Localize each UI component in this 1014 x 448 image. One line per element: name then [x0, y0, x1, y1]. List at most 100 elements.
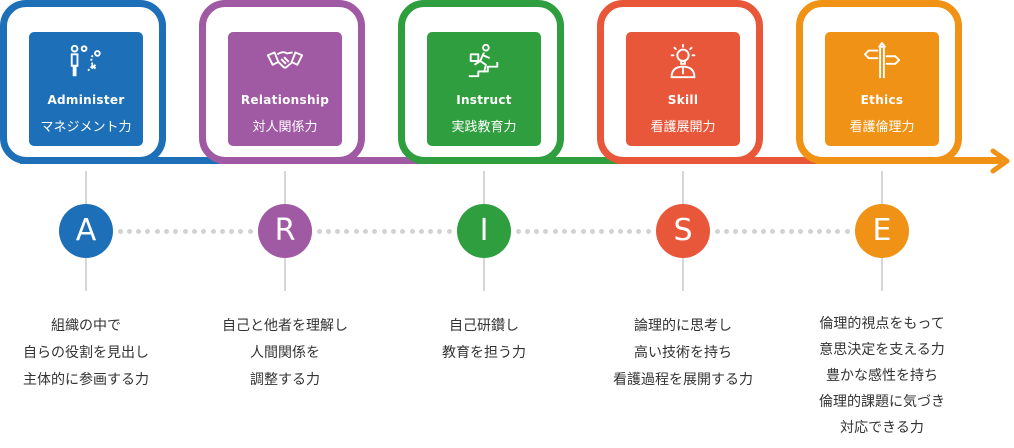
description-instruct: 自己研鑽し 教育を担う力: [389, 313, 579, 367]
connector-dot: [117, 229, 123, 234]
connector-dot: [344, 229, 350, 234]
connector-dot: [446, 229, 452, 234]
connector-dot: [580, 229, 586, 234]
connector-dot: [164, 229, 169, 234]
card-skill: Skill 看護展開力: [626, 32, 740, 146]
connector-dot: [751, 229, 757, 234]
connector-dot: [372, 229, 378, 234]
connector-dot: [201, 229, 207, 234]
connector-dot: [247, 229, 253, 234]
connector-dot: [210, 229, 216, 234]
letter-circle-e: E: [855, 204, 909, 258]
connector-dot: [325, 229, 331, 234]
connector-dot: [316, 229, 322, 234]
connector-dot: [807, 229, 813, 234]
connector-dot: [515, 229, 521, 234]
description-line: 倫理的視点をもって: [819, 316, 945, 332]
connector-dot: [381, 229, 387, 234]
letter-circle-i: I: [457, 204, 511, 258]
connector-dot: [145, 229, 151, 234]
connector-dot: [437, 229, 443, 234]
connector-dot: [562, 229, 567, 234]
letter-circle-r: R: [258, 204, 312, 258]
card-english-label: Administer: [47, 93, 125, 107]
connector-dot: [770, 229, 776, 234]
connector-dot: [816, 229, 822, 234]
card-japanese-label: 実践教育力: [451, 120, 517, 135]
connector-dot: [723, 229, 729, 234]
connector-dot: [599, 229, 605, 234]
description-line: 看護過程を展開する力: [613, 372, 753, 388]
connector-dot: [428, 229, 434, 234]
connector-dot: [191, 229, 197, 234]
connector-dot: [761, 229, 766, 234]
description-line: 対応できる力: [840, 420, 924, 436]
description-line: 自らの役割を見出し: [23, 345, 149, 361]
connector-dot: [182, 229, 188, 234]
card-english-label: Relationship: [240, 93, 330, 107]
connector-dot: [238, 229, 244, 234]
connector-dot: [543, 229, 549, 234]
connector-dot: [534, 229, 540, 234]
description-skill: 論理的に思考し 高い技術を持ち 看護過程を展開する力: [588, 313, 778, 394]
description-line: 人間関係を: [250, 345, 320, 361]
frame-tail-ethics: [816, 157, 1002, 164]
connector-dot: [418, 229, 424, 234]
card-relationship: Relationship 対人関係力: [228, 32, 342, 146]
connector-dot: [571, 229, 577, 234]
connector-dot: [229, 229, 235, 234]
connector-dot: [636, 229, 642, 234]
connector-dot: [617, 229, 623, 234]
connector-dot: [409, 229, 415, 234]
connector-dot: [798, 229, 804, 234]
description-line: 教育を担う力: [442, 345, 526, 361]
connector-dot: [154, 229, 160, 234]
card-administer: Administer マネジメント力: [29, 32, 143, 146]
connector-dot: [126, 229, 132, 234]
card-english-label: Ethics: [860, 93, 904, 107]
connector-dot: [400, 229, 406, 234]
description-relationship: 自己と他者を理解し 人間関係を 調整する力: [190, 313, 380, 394]
card-english-label: Skill: [667, 93, 699, 107]
connector-dot: [645, 229, 651, 234]
connector-dot: [788, 229, 794, 234]
description-line: 倫理的課題に気づき: [819, 394, 945, 410]
connector-dot: [335, 229, 341, 234]
card-japanese-label: 看護倫理力: [849, 120, 915, 135]
connector-dot: [733, 229, 739, 234]
description-line: 組織の中で: [51, 318, 121, 334]
description-ethics: 倫理的視点をもって 意思決定を支える力 豊かな感性を持ち 倫理的課題に気づき 対…: [787, 311, 977, 441]
description-line: 自己研鑽し: [449, 318, 519, 334]
description-line: 豊かな感性を持ち: [826, 368, 938, 384]
card-japanese-label: マネジメント力: [40, 120, 132, 135]
description-line: 高い技術を持ち: [634, 345, 732, 361]
connector-dot: [353, 229, 359, 234]
card-instruct: Instruct 実践教育力: [427, 32, 541, 146]
connector-dot: [627, 229, 633, 234]
description-line: 調整する力: [250, 372, 320, 388]
arrow-head-icon: [990, 148, 1010, 174]
frame-tail-skill: [617, 157, 817, 164]
card-japanese-label: 看護展開力: [650, 120, 716, 135]
card-japanese-label: 対人関係力: [252, 120, 318, 135]
frame-tail-administer: [20, 157, 220, 164]
connector-dot: [826, 229, 832, 234]
description-line: 主体的に参画する力: [23, 372, 149, 388]
card-ethics: Ethics 看護倫理力: [825, 32, 939, 146]
description-administer: 組織の中で 自らの役割を見出し 主体的に参画する力: [0, 313, 181, 394]
connector-dot: [363, 229, 368, 234]
connector-dot: [219, 229, 225, 234]
connector-dot: [589, 229, 595, 234]
frame-tail-instruct: [418, 157, 618, 164]
connector-dot: [608, 229, 614, 234]
letter-circle-a: A: [59, 204, 113, 258]
connector-dot: [779, 229, 785, 234]
connector-dot: [524, 229, 530, 234]
signpost-icon: [825, 42, 939, 82]
connector-dot: [390, 229, 396, 234]
connector-dot: [552, 229, 558, 234]
connector-dot: [136, 229, 142, 234]
frame-tail-relationship: [219, 157, 419, 164]
person-with-plan-icon: [29, 42, 143, 82]
letter-circle-s: S: [656, 204, 710, 258]
